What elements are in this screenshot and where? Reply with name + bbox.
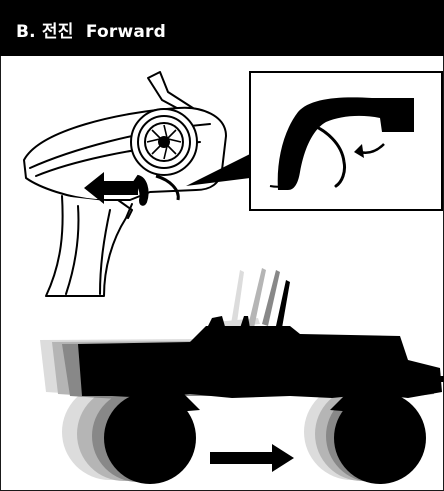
section-title: B. 전진 Forward [16,17,166,42]
arrow-right-icon [210,444,294,472]
illustration-area [0,56,444,491]
section-header: B. 전진 Forward [0,0,444,56]
steering-wheel-icon [131,109,197,175]
